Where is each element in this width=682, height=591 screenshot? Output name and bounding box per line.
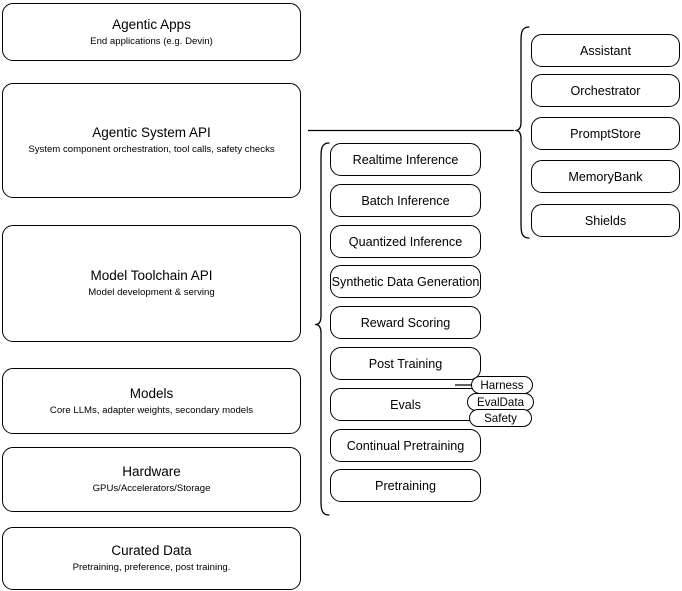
layer-agentic-apps[interactable]: Agentic Apps End applications (e.g. Devi…	[2, 3, 301, 61]
layer-subtitle: GPUs/Accelerators/Storage	[92, 483, 211, 494]
component-label: PromptStore	[570, 126, 641, 141]
subcomponent-label: EvalData	[476, 395, 525, 409]
layer-title: Agentic Apps	[112, 16, 191, 32]
component-label: Reward Scoring	[360, 315, 451, 330]
layer-subtitle: End applications (e.g. Devin)	[90, 35, 213, 47]
component-label: Realtime Inference	[352, 152, 459, 167]
agentic-component-shields[interactable]: Shields	[531, 204, 680, 237]
component-label: Quantized Inference	[348, 234, 463, 249]
layer-curated-data[interactable]: Curated Data Pretraining, preference, po…	[2, 527, 301, 590]
component-label: Continual Pretraining	[346, 438, 465, 453]
layer-model-toolchain-api[interactable]: Model Toolchain API Model development & …	[2, 225, 301, 342]
component-label: Evals	[390, 397, 421, 412]
layer-subtitle: System component orchestration, tool cal…	[28, 144, 275, 155]
agentic-component-orchestrator[interactable]: Orchestrator	[531, 74, 680, 107]
toolchain-component-continual-pretraining[interactable]: Continual Pretraining	[330, 429, 481, 462]
layer-title: Agentic System API	[92, 125, 211, 140]
layer-subtitle: Model development & serving	[88, 287, 215, 298]
toolchain-component-evals[interactable]: Evals	[330, 388, 481, 421]
agentic-component-assistant[interactable]: Assistant	[531, 34, 680, 67]
component-label: Synthetic Data Generation	[331, 274, 480, 289]
layer-title: Models	[129, 385, 174, 401]
component-label: Post Training	[368, 356, 443, 371]
layer-title: Hardware	[122, 464, 181, 479]
component-label: Assistant	[579, 43, 632, 58]
evals-subcomponent-evaldata[interactable]: EvalData	[467, 393, 534, 411]
toolchain-component-batch-inference[interactable]: Batch Inference	[330, 184, 481, 217]
layer-subtitle: Core LLMs, adapter weights, secondary mo…	[49, 404, 254, 416]
toolchain-component-pretraining[interactable]: Pretraining	[330, 469, 481, 502]
brace-agentic-components	[514, 26, 530, 239]
brace-toolchain-components	[314, 142, 330, 516]
component-label: Orchestrator	[570, 83, 641, 98]
layer-agentic-system-api[interactable]: Agentic System API System component orch…	[2, 83, 301, 198]
evals-subcomponent-harness[interactable]: Harness	[471, 376, 533, 394]
toolchain-component-synthetic-data-generation[interactable]: Synthetic Data Generation	[330, 265, 481, 298]
layer-hardware[interactable]: Hardware GPUs/Accelerators/Storage	[2, 447, 301, 512]
agentic-component-promptstore[interactable]: PromptStore	[531, 117, 680, 150]
layer-models[interactable]: Models Core LLMs, adapter weights, secon…	[2, 368, 301, 434]
component-label: Shields	[584, 213, 627, 228]
toolchain-component-post-training[interactable]: Post Training	[330, 347, 481, 380]
toolchain-component-quantized-inference[interactable]: Quantized Inference	[330, 225, 481, 258]
toolchain-component-reward-scoring[interactable]: Reward Scoring	[330, 306, 481, 339]
component-label: Batch Inference	[361, 193, 450, 208]
layer-title: Curated Data	[111, 543, 192, 558]
layer-title: Model Toolchain API	[90, 268, 213, 283]
layer-subtitle: Pretraining, preference, post training.	[72, 562, 231, 573]
component-label: Pretraining	[375, 478, 436, 493]
component-label: MemoryBank	[568, 169, 643, 184]
subcomponent-label: Harness	[480, 378, 524, 392]
agentic-component-memorybank[interactable]: MemoryBank	[531, 160, 680, 193]
toolchain-component-realtime-inference[interactable]: Realtime Inference	[330, 143, 481, 176]
evals-subcomponent-safety[interactable]: Safety	[469, 409, 532, 427]
subcomponent-label: Safety	[484, 411, 517, 425]
